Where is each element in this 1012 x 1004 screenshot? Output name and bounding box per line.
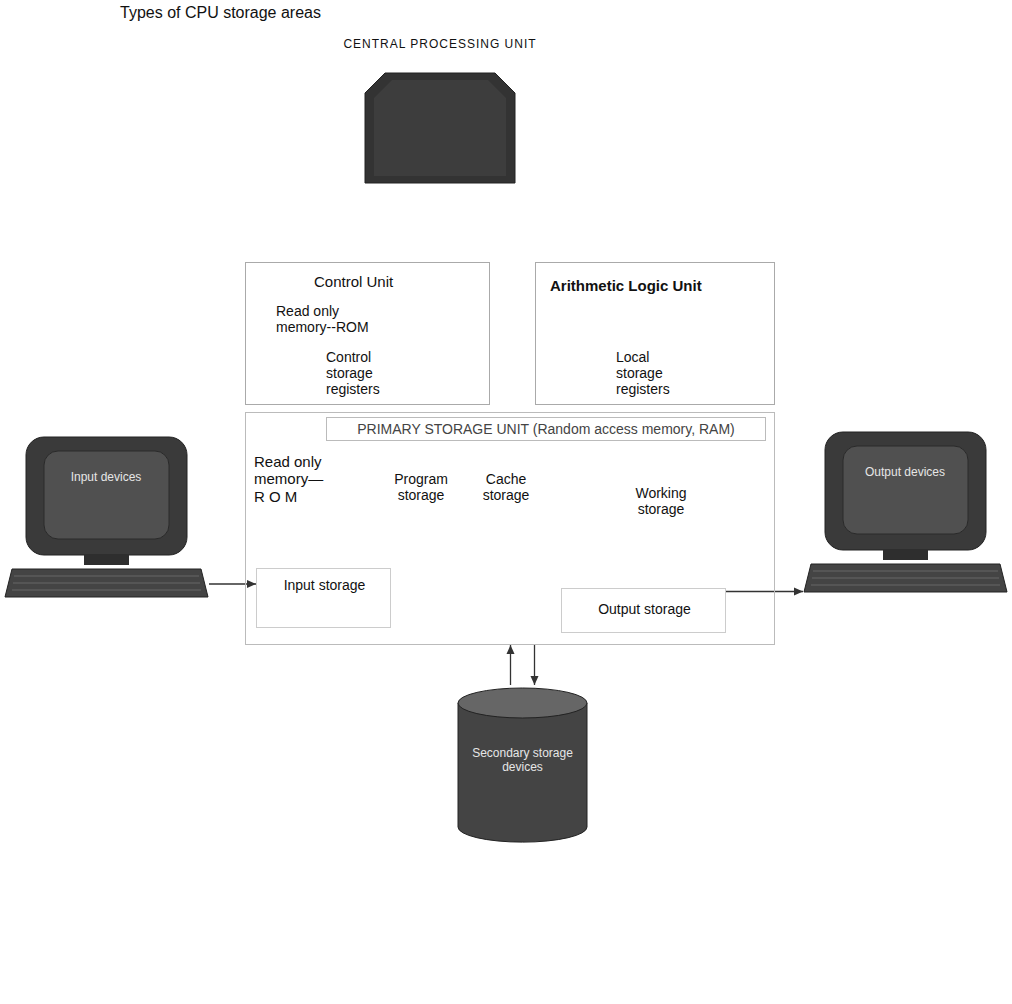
- storage-name: Program storage: [381, 471, 461, 503]
- output-device-terminal: Output devices: [803, 430, 1008, 595]
- data-flow-arrow: [209, 583, 256, 584]
- cpu-icon: CENTRAL PROCESSING UNIT: [330, 36, 550, 188]
- storage-name: Read only memory— R O M: [254, 453, 336, 505]
- device-label: Input devices: [56, 471, 156, 485]
- secondary-storage-device: Secondary storage devices: [455, 685, 590, 845]
- unit-name: Control Unit: [314, 273, 464, 290]
- data-flow-arrow: [726, 591, 803, 592]
- computer-outline: [803, 430, 1008, 595]
- unit-name: Arithmetic Logic Unit: [550, 277, 765, 294]
- input-device-terminal: Input devices: [4, 435, 209, 600]
- computer-outline: [4, 435, 209, 600]
- alu-box: Arithmetic Logic UnitLocal storage regis…: [535, 262, 775, 405]
- diagram-title: Types of CPU storage areas: [120, 4, 321, 22]
- data-flow-arrow: [534, 645, 535, 685]
- device-label: Secondary storage devices: [465, 747, 580, 775]
- control-unit-box: Control UnitRead only memory--ROM Control…: [245, 262, 490, 405]
- storage-name: Output storage: [567, 601, 722, 617]
- data-flow-arrow: [510, 645, 511, 685]
- storage-name: Control storage registers: [326, 349, 404, 397]
- device-label: Output devices: [855, 466, 955, 480]
- input-storage-area: Input storage: [256, 568, 391, 628]
- storage-name: Cache storage: [468, 471, 544, 503]
- storage-heading: PRIMARY STORAGE UNIT (Random access memo…: [326, 417, 766, 441]
- storage-name: Working storage: [616, 485, 706, 517]
- storage-name: Read only memory--ROM: [276, 303, 391, 335]
- storage-name: Input storage: [262, 577, 387, 593]
- cpu-heading: CENTRAL PROCESSING UNIT: [330, 38, 550, 52]
- cpu-outline: [330, 36, 550, 188]
- primary-storage-box: PRIMARY STORAGE UNIT (Random access memo…: [245, 412, 775, 645]
- output-storage-area: Output storage: [561, 588, 726, 633]
- storage-name: Local storage registers: [616, 349, 694, 397]
